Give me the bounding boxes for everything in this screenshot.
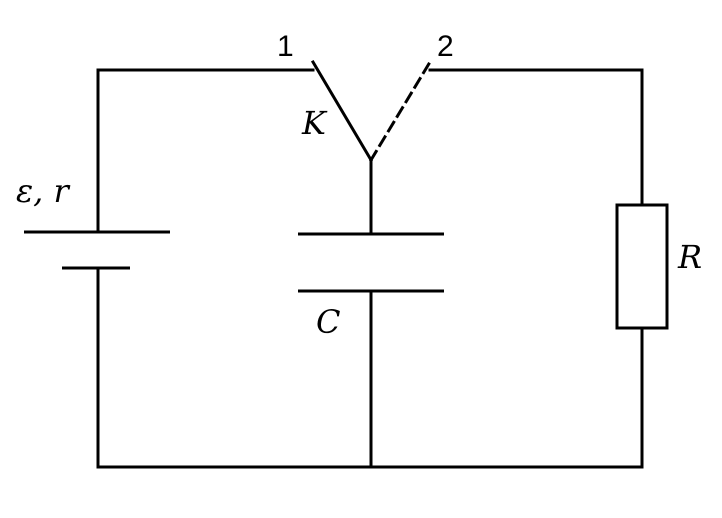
terminal-1-label: 1	[277, 30, 294, 63]
resistor-label: R	[677, 238, 702, 276]
right-branch	[428, 68, 669, 469]
terminal-2-label: 2	[437, 30, 454, 63]
resistor-body	[615, 203, 669, 330]
switch-blade-position-2-dashed	[368, 59, 433, 163]
left-branch	[24, 68, 315, 469]
switch-label: K	[301, 104, 328, 142]
middle-branch	[298, 59, 444, 469]
source-label: ε, r	[16, 172, 71, 210]
capacitor-label: C	[316, 303, 340, 341]
switch-blade-position-1	[310, 59, 374, 163]
